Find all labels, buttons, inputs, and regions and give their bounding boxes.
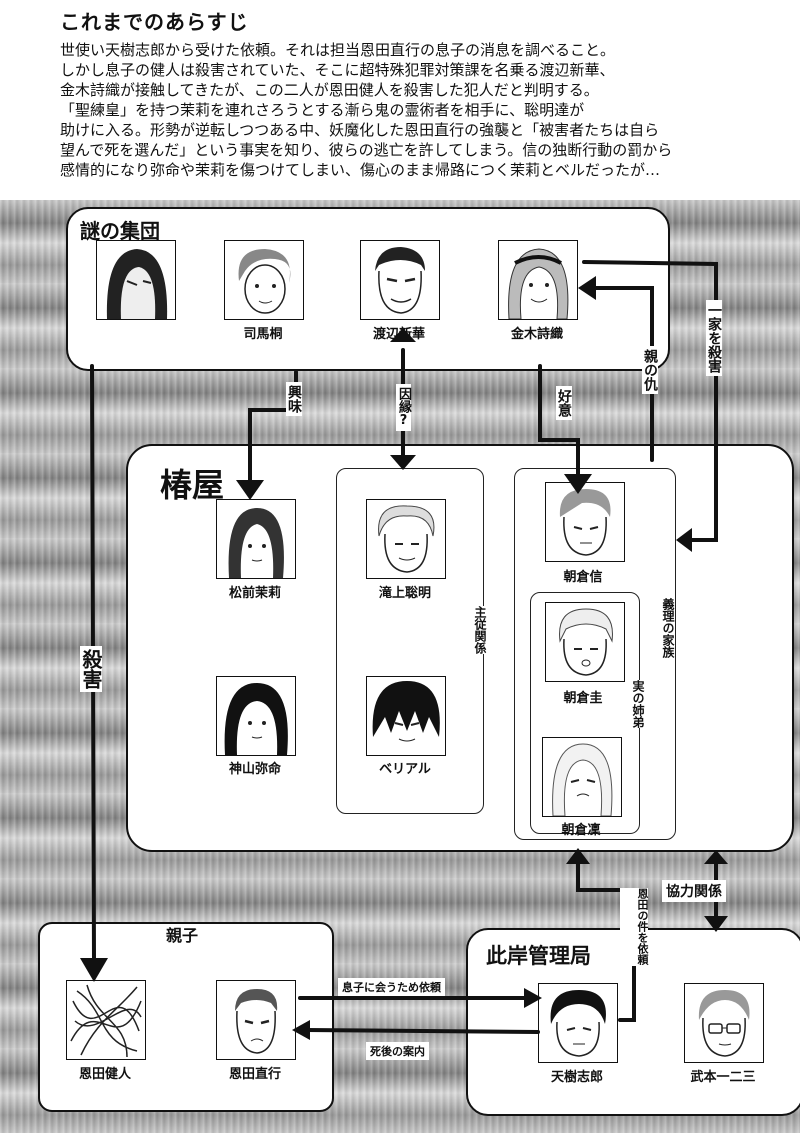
portrait-kaneki: [498, 240, 578, 320]
label-satsugai: 殺害: [79, 646, 103, 692]
label-shigo-annai: 死後の案内: [366, 1042, 429, 1060]
name-asakura-shin: 朝倉信: [563, 570, 603, 585]
portrait-onda-kento: [66, 980, 146, 1060]
name-asakura-kei: 朝倉圭: [563, 691, 603, 706]
portrait-kamiyama: [216, 676, 296, 756]
portrait-beriaru: [366, 676, 446, 756]
name-onda-kento: 恩田健人: [78, 1067, 131, 1082]
portrait-shibatou: [224, 240, 304, 320]
group-title-oyako: 親子: [166, 926, 199, 945]
label-oya-no-kataki: 親の仇: [642, 346, 658, 394]
portrait-takemoto: [684, 983, 764, 1063]
name-shibatou: 司馬桐: [243, 327, 283, 342]
portrait-watanabe: [360, 240, 440, 320]
label-onda-irai: 恩田の件を依頼: [620, 888, 649, 966]
portrait-onda-naoyuki: [216, 980, 296, 1060]
label-giri-kazoku: 義理の家族: [661, 598, 675, 658]
group-title-nazo: 謎の集団: [80, 219, 160, 243]
name-asakura-rin: 朝倉凜: [561, 823, 601, 838]
label-kyouryoku: 協力関係: [662, 880, 726, 902]
synopsis-line: 「聖練皇」を持つ茉莉を連れさろうとする漸ら鬼の霊術者を相手に、聡明達が: [60, 101, 585, 119]
portrait-asakura-kei: [545, 602, 625, 682]
name-kaneki: 金木詩織: [510, 327, 563, 342]
group-title-higan: 此岸管理局: [486, 943, 591, 968]
label-shujuu: 主従関係: [473, 606, 487, 654]
portrait-takigami: [366, 499, 446, 579]
portrait-hooded: [96, 240, 176, 320]
name-takemoto: 武本一二三: [690, 1070, 756, 1085]
portrait-amaki: [538, 983, 618, 1063]
name-watanabe: 渡辺新華: [372, 327, 425, 342]
label-koui: 好意: [556, 386, 572, 420]
synopsis-panel: これまでのあらすじ 世使い天樹志郎から受けた依頼。それは担当恩田直行の息子の消息…: [0, 0, 800, 200]
label-kyoumi: 興味: [286, 382, 302, 416]
synopsis-line: 世使い天樹志郎から受けた依頼。それは担当恩田直行の息子の消息を調べること。: [60, 41, 616, 59]
synopsis-line: しかし息子の健人は殺害されていた、そこに超特殊犯罪対策課を名乗る渡辺新華、: [60, 61, 615, 79]
portrait-asakura-rin: [542, 737, 622, 817]
group-title-tsubakiya: 椿屋: [160, 466, 225, 504]
label-innen: 因縁?: [396, 384, 411, 431]
portrait-matsumae: [216, 499, 296, 579]
name-takigami: 滝上聡明: [378, 586, 431, 601]
label-ikka-satsugai: 一家を殺害: [706, 300, 722, 376]
name-onda-naoyuki: 恩田直行: [228, 1067, 281, 1082]
name-amaki: 天樹志郎: [550, 1070, 603, 1085]
synopsis-line: 助けに入る。形勢が逆転しつつある中、妖魔化した恩田直行の強襲と「被害者たちは自ら: [60, 121, 660, 139]
synopsis-line: 望んで死を選んだ」という事実を知り、彼らの逃亡を許してしまう。信の独断行動の罰か…: [60, 141, 673, 159]
synopsis-line: 感情的になり弥命や茉莉を傷つけてしまい、傷心のまま帰路につく茉莉とベルだったが…: [60, 161, 661, 179]
label-musuko-irai: 息子に会うため依頼: [338, 978, 445, 996]
portrait-asakura-shin: [545, 482, 625, 562]
synopsis-line: 金木詩織が接触してきたが、この二人が恩田健人を殺害した犯人だと判明する。: [60, 81, 599, 99]
name-matsumae: 松前茉莉: [228, 586, 281, 601]
name-beriaru: ベリアル: [379, 762, 431, 777]
synopsis-title: これまでのあらすじ: [60, 10, 249, 34]
label-jitsu-kyoudai: 実の姉弟: [631, 680, 645, 728]
name-kamiyama: 神山弥命: [228, 762, 281, 777]
